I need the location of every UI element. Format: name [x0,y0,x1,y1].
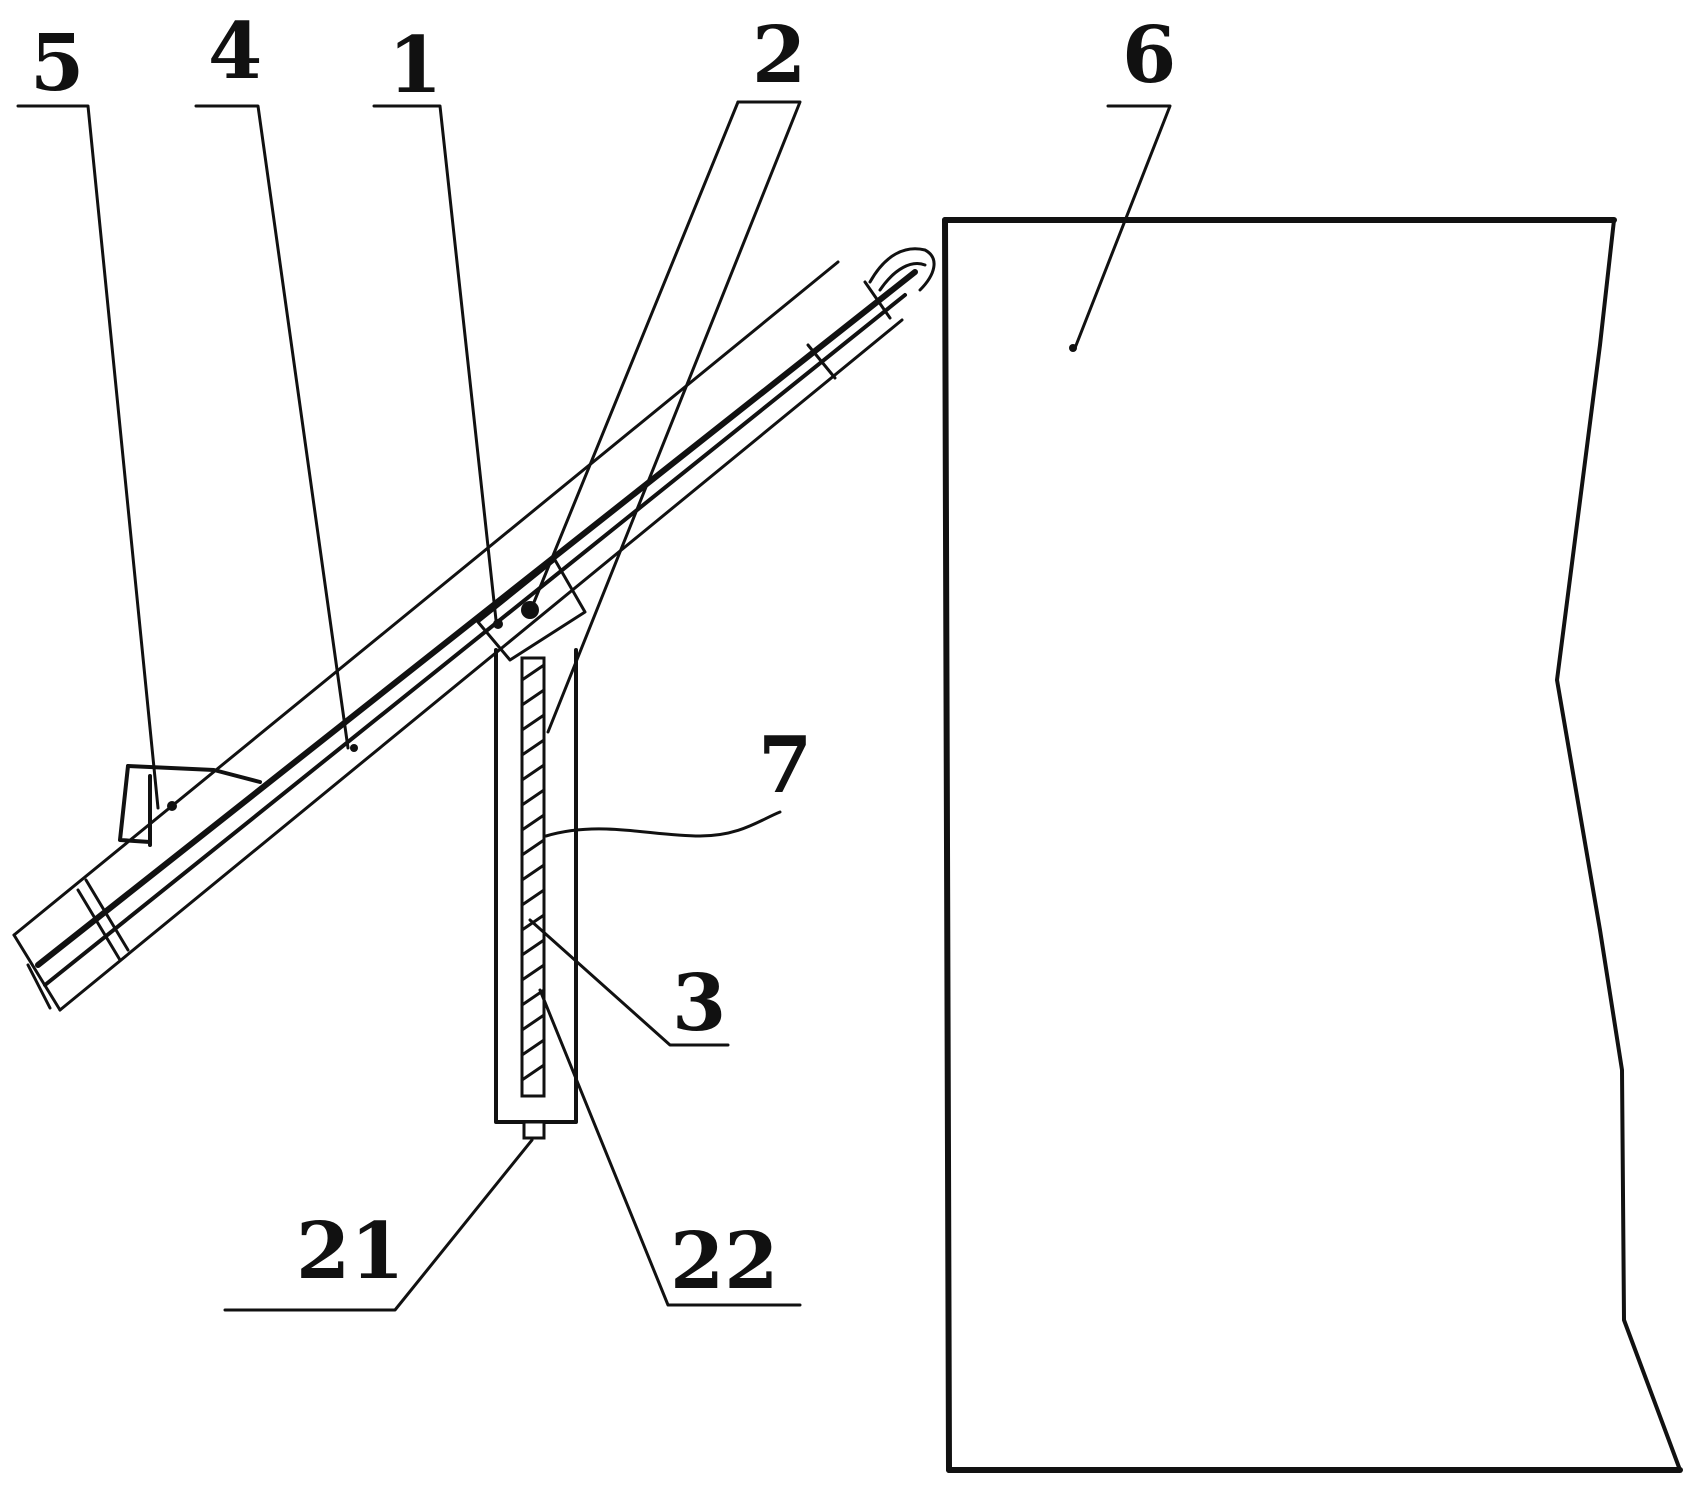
vertical-post [494,648,578,1140]
callouts: 5 4 1 2 6 7 3 22 21 [30,6,1176,1307]
label-7: 7 [758,720,812,811]
label-6: 6 [1122,10,1176,101]
label-3: 3 [672,958,726,1049]
label-2: 2 [752,10,806,101]
label-21: 21 [296,1206,405,1297]
block-5 [118,764,262,847]
label-5: 5 [30,18,84,109]
leader-lines [16,100,1172,1312]
label-4: 4 [208,6,262,97]
container-6 [942,217,1683,1473]
label-22: 22 [670,1216,779,1307]
inclined-tube-4 [12,247,936,1012]
label-1: 1 [388,20,442,111]
